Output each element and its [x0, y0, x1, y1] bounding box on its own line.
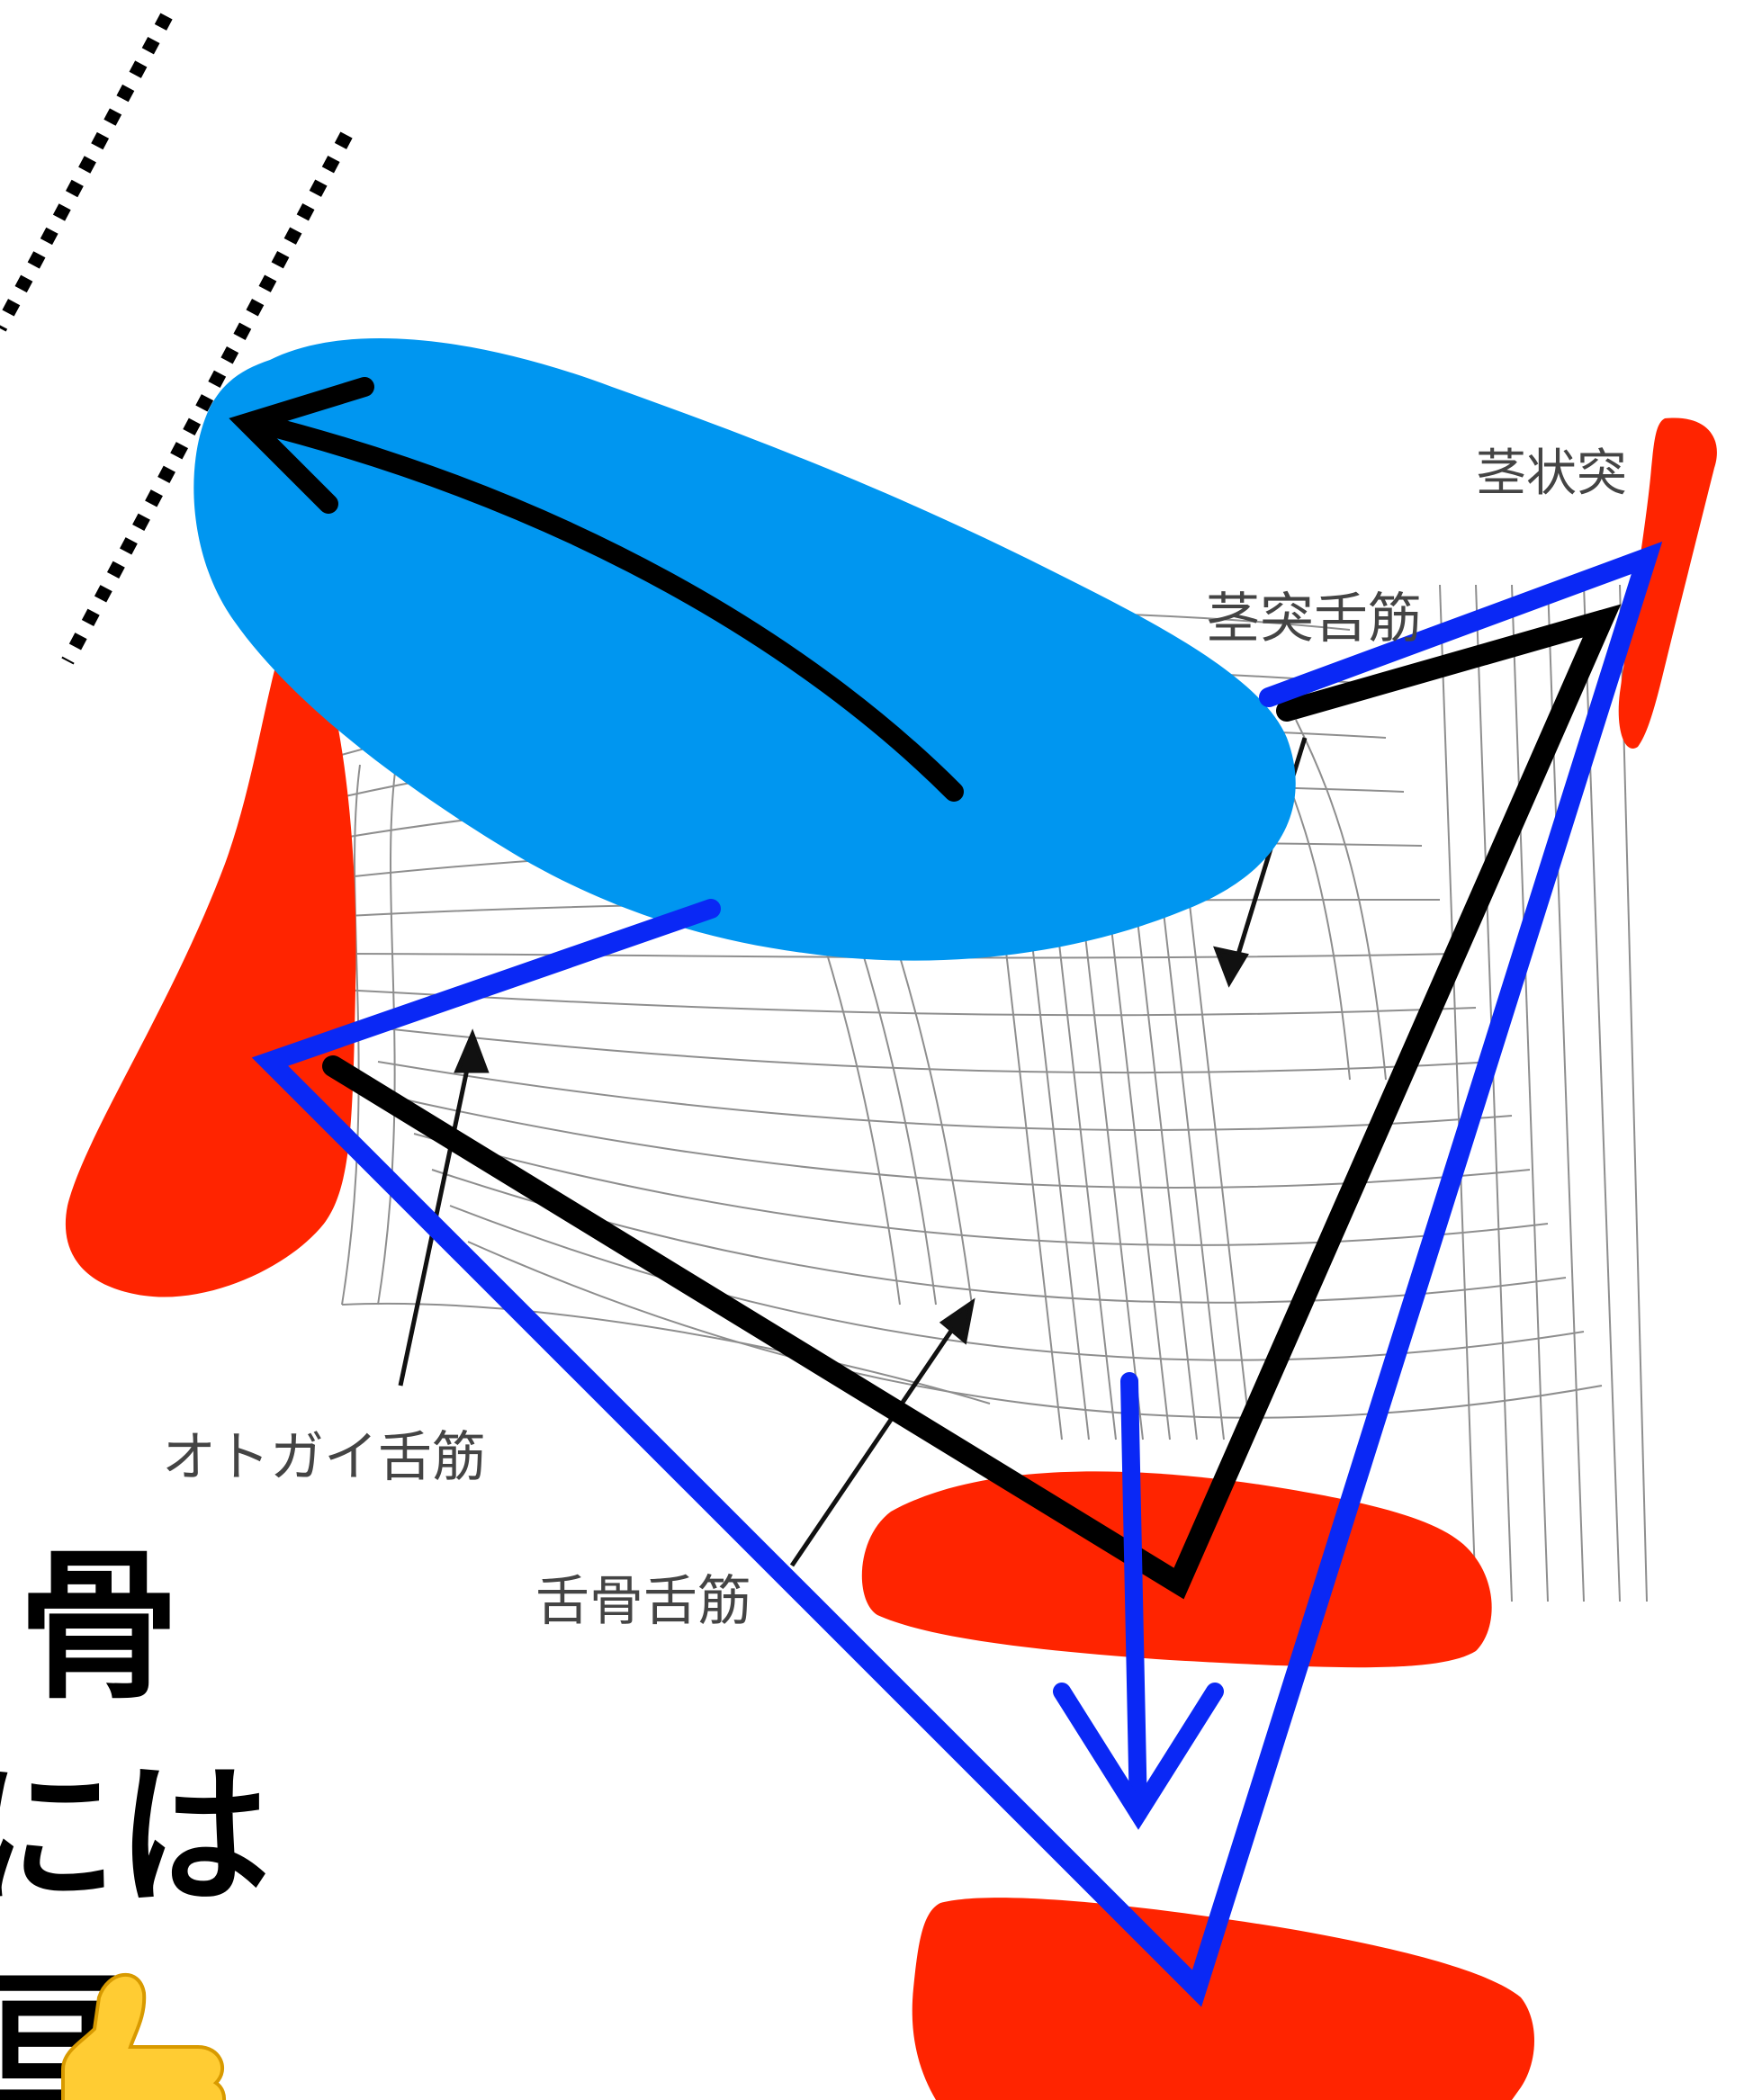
styloglossus-label: 茎突舌筋	[1206, 588, 1422, 651]
black-lines	[229, 377, 1622, 1600]
lower-red-shape	[912, 1898, 1534, 2100]
dotted-guide-lines	[0, 13, 353, 665]
caption-line-2: には	[0, 1748, 270, 1926]
tongue-blue-shape	[193, 338, 1296, 961]
styloid-label: 茎状突	[1476, 444, 1627, 503]
blue-down-arrow-shaft	[1120, 1372, 1147, 1822]
hyoglossus-label: 舌骨舌筋	[535, 1570, 751, 1633]
caption-line-1: 骨	[18, 1533, 180, 1721]
dotted-line-inner	[61, 131, 353, 665]
black-triangle-line	[322, 604, 1622, 1600]
dotted-line-outer	[0, 13, 173, 332]
blue-down-arrowhead	[1053, 1683, 1224, 1830]
genioglossus-pointer-head	[454, 1028, 490, 1073]
black-curved-arrow-shaft	[247, 413, 964, 802]
thumbs-up-emoji-icon	[61, 1973, 226, 2100]
styloglossus-pointer-head	[1213, 946, 1249, 988]
hyoglossus-pointer	[789, 1312, 966, 1567]
black-arrowhead	[229, 377, 374, 514]
mandible-red-shape	[65, 612, 356, 1297]
blue-lines	[251, 541, 1663, 2007]
hyoglossus-pointer-head	[939, 1297, 975, 1345]
genioglossus-label: オトガイ舌筋	[162, 1426, 486, 1489]
styloid-red-shape	[1618, 417, 1717, 749]
blue-triangle-outline	[251, 541, 1663, 2007]
